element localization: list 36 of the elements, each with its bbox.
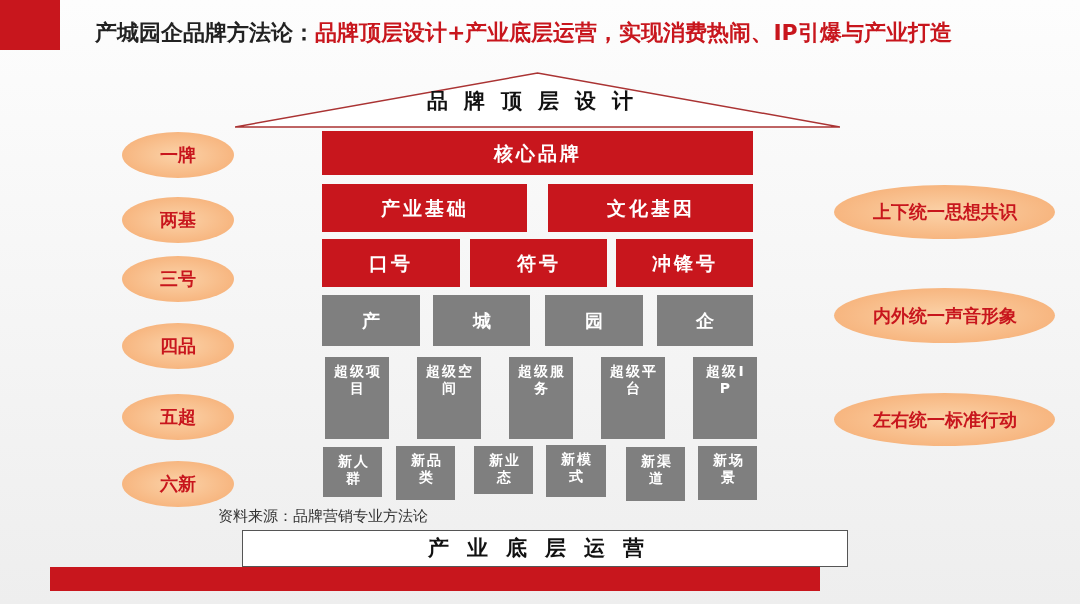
oval-tag: 上下统一思想共识 [834, 185, 1055, 239]
pillar-box: 新品类 [396, 446, 455, 500]
oval-tag: 两基 [122, 197, 234, 243]
pillar-box: 园 [545, 295, 643, 346]
pillar-box: 文化基因 [548, 184, 753, 232]
oval-tag: 四品 [122, 323, 234, 369]
oval-tag: 左右统一标准行动 [834, 393, 1055, 446]
title: 产城园企品牌方法论： [95, 20, 315, 45]
title-highlight: 品牌顶层设计+产业底层运营，实现消费热闹、IP引爆与产业打造 [315, 20, 952, 45]
roof-triangle [235, 72, 840, 128]
foundation-box: 产业底层运营 [242, 530, 848, 567]
oval-tag: 三号 [122, 256, 234, 302]
oval-tag: 五超 [122, 394, 234, 440]
roof-title: 品牌顶层设计 [426, 89, 649, 115]
pillar-box: 口号 [322, 239, 460, 287]
pillar-box: 新渠道 [626, 447, 685, 501]
pillar-box: 超级项目 [325, 357, 389, 439]
pillar-box: 新业态 [474, 446, 533, 494]
pillar-box: 核心品牌 [322, 131, 753, 175]
pillar-box: 新模式 [546, 445, 606, 497]
pillar-box: 符号 [470, 239, 607, 287]
pillar-box: 冲锋号 [616, 239, 753, 287]
pillar-box: 超级IP [693, 357, 757, 439]
pillar-box: 超级平台 [601, 357, 665, 439]
pillar-box: 企 [657, 295, 753, 346]
pillar-box: 城 [433, 295, 530, 346]
pillar-box: 超级服务 [509, 357, 573, 439]
pillar-box: 超级空间 [417, 357, 481, 439]
pillar-box: 新场景 [698, 446, 757, 500]
pillar-box: 产 [322, 295, 420, 346]
oval-tag: 一牌 [122, 132, 234, 178]
pillar-box: 新人群 [323, 447, 382, 497]
oval-tag: 内外统一声音形象 [834, 288, 1055, 343]
pillar-box: 产业基础 [322, 184, 527, 232]
oval-tag: 六新 [122, 461, 234, 507]
source-note: 资料来源：品牌营销专业方法论 [218, 507, 428, 526]
